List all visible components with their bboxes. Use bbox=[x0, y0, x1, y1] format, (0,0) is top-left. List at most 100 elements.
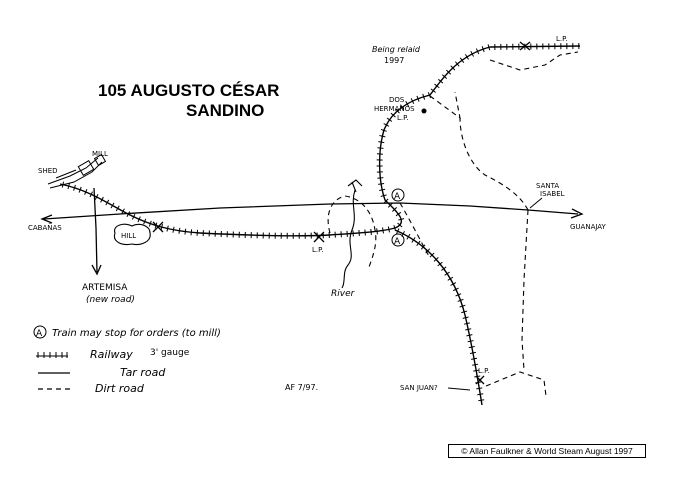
railway-tie bbox=[376, 228, 378, 235]
railway-tie bbox=[411, 237, 416, 243]
label-hill: HILL bbox=[121, 232, 136, 240]
railway-main-line bbox=[59, 45, 581, 237]
railway-tie bbox=[444, 271, 450, 276]
river bbox=[341, 189, 356, 289]
stop-marker-upper-letter: A bbox=[394, 192, 401, 202]
railway-tie bbox=[94, 194, 99, 200]
railway-ties bbox=[61, 43, 580, 402]
label-lp-west: L.P. bbox=[312, 246, 323, 254]
railway-tie bbox=[433, 257, 439, 262]
railway-tie bbox=[370, 228, 372, 235]
label-artemisa: ARTEMISA bbox=[82, 283, 128, 293]
railway-tie bbox=[462, 316, 469, 319]
stop-marker-lower-letter: A bbox=[394, 237, 401, 247]
railway-tie bbox=[459, 304, 466, 308]
railway-tie bbox=[466, 334, 473, 337]
railway-tie bbox=[390, 112, 396, 118]
railway-tie bbox=[110, 202, 115, 209]
railway-tie bbox=[105, 199, 110, 206]
railway-tie bbox=[137, 216, 141, 223]
railway-tie bbox=[383, 123, 390, 127]
railway-tie bbox=[420, 244, 426, 250]
railway-tie bbox=[393, 225, 397, 232]
station-crosses bbox=[152, 41, 531, 385]
railway-tie bbox=[473, 369, 480, 372]
railway-tie bbox=[380, 128, 387, 132]
label-shed: SHED bbox=[38, 167, 58, 175]
railway-tie bbox=[487, 44, 491, 51]
railway-tie bbox=[143, 218, 147, 225]
river-bridge-marker bbox=[347, 179, 363, 193]
railway-tie bbox=[438, 78, 444, 84]
railway-tie bbox=[395, 211, 402, 217]
railway-tie bbox=[441, 74, 448, 79]
stop-marker-lower: A bbox=[391, 233, 405, 247]
railway-tie bbox=[434, 83, 440, 89]
railway-tie bbox=[459, 57, 465, 63]
railway-tie bbox=[387, 202, 393, 208]
railway-tie bbox=[67, 183, 71, 190]
railway-tie bbox=[465, 328, 472, 331]
railway-tie bbox=[387, 226, 390, 233]
railway-tie bbox=[399, 104, 405, 110]
railway-tie bbox=[89, 191, 93, 198]
legend-circle-a: A bbox=[36, 329, 43, 339]
railway-tie bbox=[430, 88, 436, 93]
label-river: River bbox=[331, 289, 356, 299]
dos-hermanos-point bbox=[421, 108, 427, 114]
railway-tie bbox=[441, 266, 447, 271]
mill-yard bbox=[47, 153, 107, 189]
label-hermanos: HERMANOS bbox=[374, 105, 415, 113]
railway-tie bbox=[378, 141, 385, 144]
railway-tie bbox=[422, 93, 426, 100]
author-date: AF 7/97. bbox=[285, 383, 318, 392]
legend-dirt-road: Dirt road bbox=[95, 382, 145, 395]
railway-tie bbox=[455, 293, 462, 297]
railway-tie bbox=[467, 340, 474, 343]
railway-tie bbox=[184, 228, 187, 235]
railway-tie bbox=[468, 345, 475, 349]
railway-tie bbox=[377, 177, 384, 179]
railway-tie bbox=[126, 211, 131, 218]
legend-tar-road: Tar road bbox=[120, 366, 166, 379]
santa-isabel-pointer bbox=[529, 197, 543, 209]
railway-tie bbox=[461, 310, 468, 314]
label-lp-san-juan: L.P. bbox=[478, 367, 489, 375]
legend-railway: Railway bbox=[90, 348, 133, 361]
railway-tie bbox=[429, 252, 435, 258]
copyright-notice: © Allan Faulkner & World Steam August 19… bbox=[448, 444, 646, 458]
railway-tie bbox=[475, 48, 480, 55]
label-san-juan: SAN JUAN? bbox=[400, 384, 438, 392]
railway-tie bbox=[410, 98, 415, 105]
artemisa-road bbox=[91, 187, 102, 276]
railway-tie bbox=[476, 387, 483, 390]
railway-tie bbox=[477, 393, 484, 396]
railway-tie bbox=[405, 101, 410, 107]
label-santa: SANTA bbox=[536, 182, 559, 190]
label-year: 1997 bbox=[384, 56, 404, 65]
railway-tie bbox=[166, 225, 169, 232]
railway-tie bbox=[178, 227, 181, 234]
railway-tie bbox=[464, 54, 469, 60]
tar-road-main bbox=[40, 202, 584, 224]
railway-tie bbox=[447, 276, 454, 281]
railway-tie bbox=[160, 224, 164, 231]
railway-tie bbox=[481, 46, 485, 53]
railway-tie bbox=[416, 95, 420, 102]
railway-tie bbox=[472, 363, 479, 366]
railway-tie bbox=[463, 322, 470, 325]
label-being-relaid: Being relaid bbox=[372, 45, 421, 54]
railway-tie bbox=[478, 399, 485, 402]
stop-marker-upper: A bbox=[391, 188, 405, 202]
railway-tie bbox=[471, 357, 478, 360]
legend-stop-text: Train may stop for orders (to mill) bbox=[52, 328, 221, 339]
label-isabel: ISABEL bbox=[540, 190, 565, 198]
san-juan-pointer bbox=[447, 387, 471, 391]
railway-tie bbox=[395, 108, 400, 114]
railway-tie bbox=[450, 282, 457, 286]
legend-gauge: 3' gauge bbox=[150, 348, 190, 358]
railway-tie bbox=[396, 228, 400, 235]
railway-tie bbox=[383, 198, 389, 204]
label-lp-dos-hermanos: L.P. bbox=[397, 114, 408, 122]
railway-tie bbox=[427, 92, 432, 99]
